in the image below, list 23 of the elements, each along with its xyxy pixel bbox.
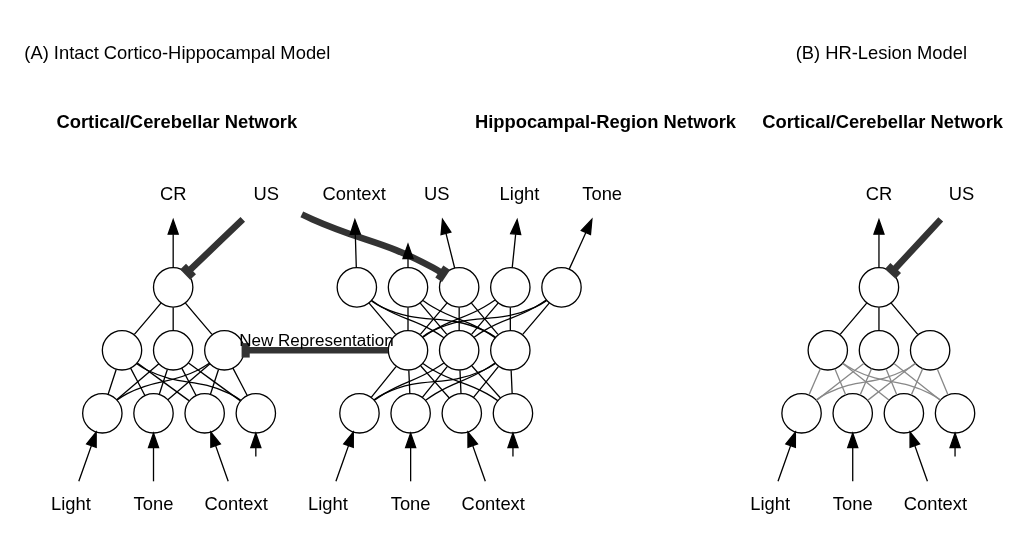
label: (A) Intact Cortico-Hippocampal Model bbox=[24, 41, 331, 63]
node-text: Context bbox=[322, 183, 386, 205]
node-text: Tone bbox=[832, 492, 873, 514]
node-text: US bbox=[253, 183, 280, 205]
node-text: Light bbox=[50, 492, 91, 514]
node-text: Context bbox=[903, 492, 968, 514]
node-text: US bbox=[948, 183, 975, 205]
node-text: CR bbox=[159, 183, 187, 205]
node-text: Light bbox=[750, 492, 790, 514]
node-text: Tone bbox=[390, 492, 431, 514]
node-text: CR bbox=[865, 183, 893, 205]
node-text: Context bbox=[204, 492, 268, 514]
node-text: Light bbox=[308, 492, 348, 514]
node-text: Context bbox=[461, 492, 525, 514]
node-text: Tone bbox=[133, 492, 174, 514]
label: (B) HR-Lesion Model bbox=[795, 41, 968, 63]
node-text: Light bbox=[499, 183, 540, 205]
node-text: US bbox=[424, 183, 450, 205]
label: Cortical/Cerebellar Network bbox=[56, 111, 298, 133]
label: Cortical/Cerebellar Network bbox=[762, 111, 1003, 133]
edge-label: New Representation bbox=[239, 330, 394, 350]
node-text: Tone bbox=[582, 183, 623, 205]
label: Hippocampal-Region Network bbox=[474, 111, 737, 133]
